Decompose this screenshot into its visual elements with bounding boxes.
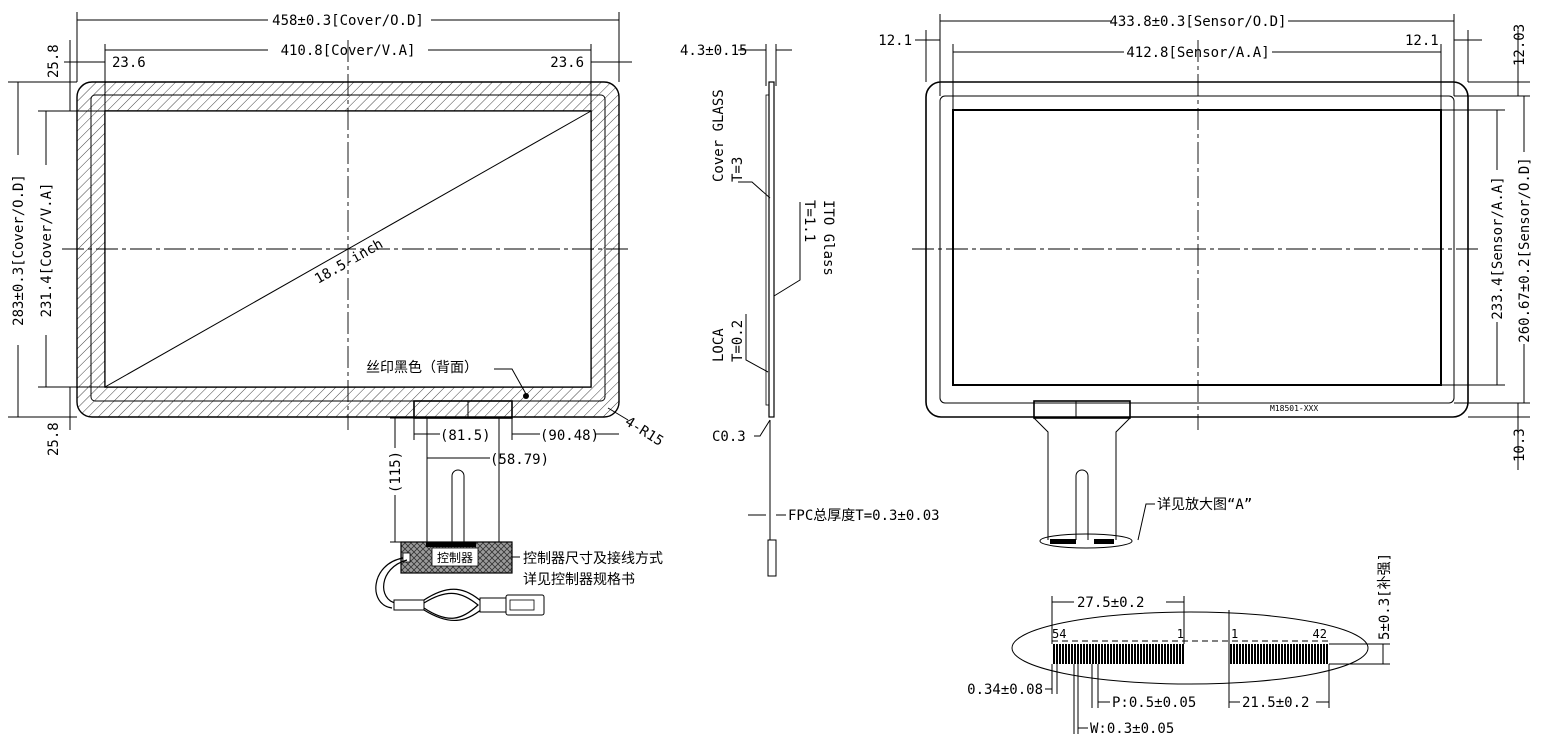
- loca-label: LOCA: [711, 328, 727, 362]
- total-thickness-label: 4.3±0.15: [680, 43, 747, 59]
- va-width-label: 410.8[Cover/V.A]: [281, 43, 416, 59]
- detail-a-marker: [1039, 533, 1133, 549]
- left-margin-label: 23.6: [112, 55, 146, 71]
- edge-offset-label: 0.34±0.08: [967, 682, 1043, 698]
- fpc-offset-a: (81.5): [440, 428, 491, 444]
- sensor-height-label: 260.67±0.2[Sensor/O.D]: [1517, 157, 1533, 342]
- cover-height-label: 283±0.3[Cover/O.D]: [11, 174, 27, 326]
- stiffener-label: 5±0.3[补强]: [1377, 553, 1393, 640]
- print-marker: [523, 393, 529, 399]
- side-view: 4.3±0.15 Cover GLASS T=3 ITO Glass T=1.1…: [680, 43, 940, 577]
- ito-thickness-label: T=1.1: [801, 200, 817, 242]
- usb-cable: [375, 557, 545, 622]
- usb-plug: [505, 594, 545, 616]
- sensor-top-margin: 12.03: [1512, 24, 1528, 66]
- sensor-outline: [925, 81, 1469, 418]
- loca-thickness-label: T=0.2: [730, 320, 746, 362]
- aa-width-label: 412.8[Sensor/A.A]: [1126, 45, 1269, 61]
- sensor-active-area: [952, 109, 1442, 386]
- sensor-view: M18501-XXX 433.8±0.3[Sensor/O.D] 412.8[S…: [878, 14, 1533, 549]
- controller-note-1: 控制器尺寸及接线方式: [523, 550, 663, 567]
- cover-glass-section: [768, 81, 775, 418]
- fpc-thickness-label: FPC总厚度T=0.3±0.03: [788, 508, 940, 524]
- left-pin-group: [1052, 644, 1184, 664]
- controller-box: [400, 541, 513, 574]
- detail-a: 54 1 1 42 27.5±0.2 5±0.3[补强] 0.34±0.08 P…: [967, 553, 1393, 737]
- ito-glass-label: ITO Glass: [820, 200, 836, 276]
- fpc-width-label: (58.79): [490, 452, 549, 468]
- sensor-right-margin: 12.1: [1405, 33, 1439, 49]
- print-note: 丝印黑色（背面）: [366, 359, 478, 376]
- corner-radius-label: 4-R15: [622, 414, 666, 450]
- right-margin-label: 23.6: [550, 55, 584, 71]
- va-height-label: 231.4[Cover/V.A]: [39, 183, 55, 318]
- pin-right-end: 42: [1313, 627, 1327, 641]
- pin-left-start: 54: [1052, 627, 1066, 641]
- left-group-width: 27.5±0.2: [1077, 595, 1144, 611]
- detail-a-ellipse: [1011, 611, 1369, 685]
- fpc-connector-section: [767, 539, 777, 577]
- cover-glass-label: Cover GLASS: [711, 89, 727, 182]
- sensor-bottom-margin: 10.3: [1512, 428, 1528, 462]
- pin-right-start: 1: [1231, 627, 1238, 641]
- part-number: M18501-XXX: [1270, 404, 1318, 413]
- detail-note: 详见放大图“A”: [1157, 497, 1252, 513]
- right-pin-group: [1229, 644, 1329, 664]
- right-group-width: 21.5±0.2: [1242, 695, 1309, 711]
- pitch-label: P:0.5±0.05: [1112, 695, 1196, 711]
- pin-left-end: 1: [1177, 627, 1184, 641]
- controller-label: 控制器: [437, 551, 473, 565]
- sensor-width-label: 433.8±0.3[Sensor/O.D]: [1109, 14, 1286, 30]
- front-view: 18.5-inch 458±0.3[Cover/O.D] 410.8[Cover…: [8, 12, 666, 622]
- controller-connector: [426, 542, 476, 547]
- fpc-offset-b: (90.48): [540, 428, 599, 444]
- sensor-fpc-bond: [1033, 400, 1131, 419]
- pin-width-label: W:0.3±0.05: [1090, 721, 1174, 737]
- sensor-glass: [939, 95, 1455, 404]
- top-margin-label: 25.8: [46, 44, 62, 78]
- bottom-margin-label: 25.8: [46, 422, 62, 456]
- chamfer-label: C0.3: [712, 429, 746, 445]
- fpc-length-label: (115): [388, 451, 404, 493]
- cover-width-label: 458±0.3[Cover/O.D]: [272, 13, 424, 29]
- controller-note-2: 详见控制器规格书: [523, 572, 635, 588]
- aa-height-label: 233.4[Sensor/A.A]: [1490, 176, 1506, 319]
- sensor-fpc-tail: [1033, 417, 1131, 540]
- cover-thickness-label: T=3: [730, 157, 746, 182]
- sensor-left-margin: 12.1: [878, 33, 912, 49]
